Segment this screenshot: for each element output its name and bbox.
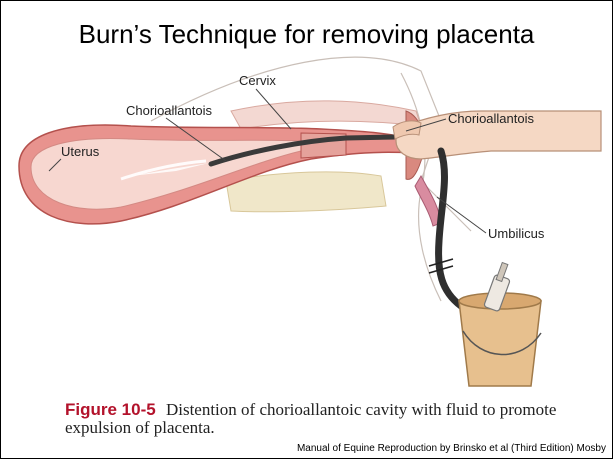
source-credit: Manual of Equine Reproduction by Brinsko… [297, 443, 606, 454]
label-chorioallantois-right: Chorioallantois [448, 111, 534, 126]
figure-caption: Figure 10-5 Distention of chorioallantoi… [65, 401, 605, 437]
label-uterus: Uterus [61, 144, 100, 159]
label-cervix: Cervix [239, 73, 276, 88]
bucket [459, 301, 541, 386]
label-chorioallantois-left: Chorioallantois [126, 103, 212, 118]
figure-number: Figure 10-5 [65, 400, 156, 419]
label-umbilicus: Umbilicus [488, 226, 545, 241]
rectum [231, 101, 421, 129]
